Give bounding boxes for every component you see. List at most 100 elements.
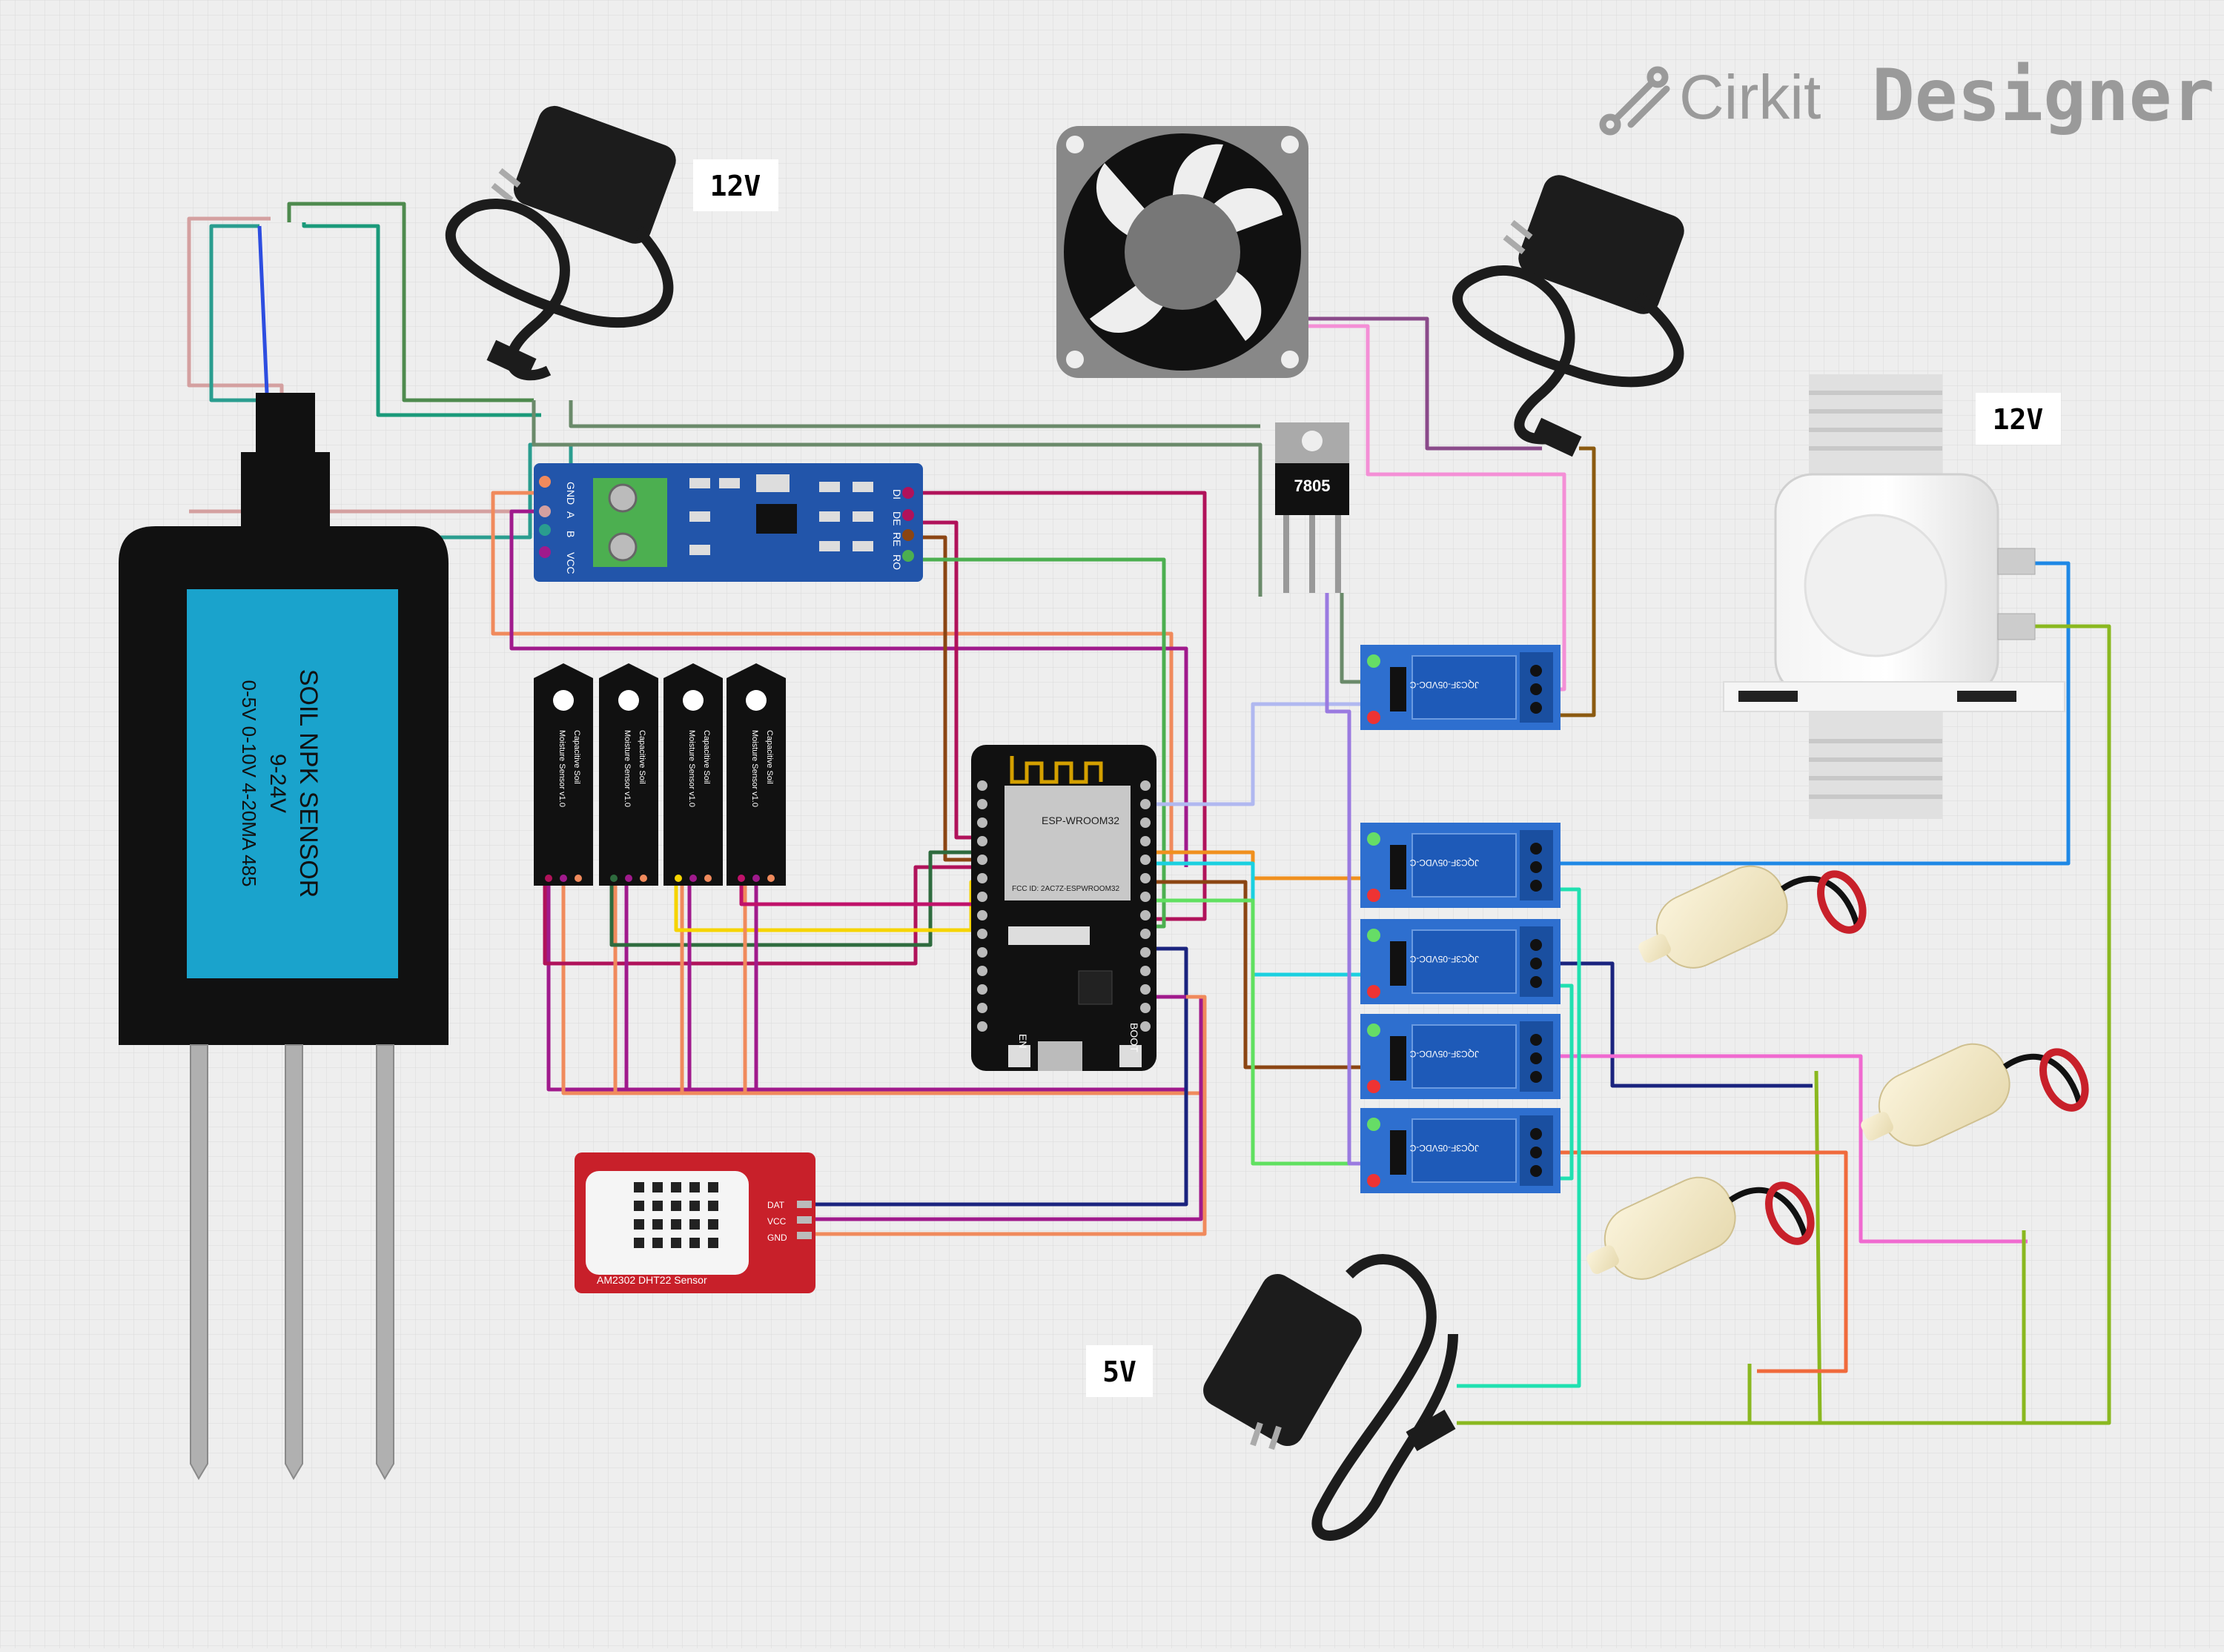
adapter1-body — [513, 105, 676, 244]
esp32-board: ESP-WROOM32 FCC ID: 2AC7Z-ESPWROOM32 EN … — [971, 745, 1156, 1071]
adapter1-cable — [445, 199, 674, 381]
moisture-sensor-2-label2: Moisture Sensor v1.0 — [623, 730, 632, 807]
wire-npk-blue — [257, 225, 269, 394]
regulator-pins — [1283, 515, 1341, 593]
esp32-en-button[interactable] — [1008, 1045, 1030, 1067]
adapter3-prongs — [1250, 1422, 1282, 1450]
wire-dht-dat — [815, 946, 1188, 1207]
esp32-en-label: EN — [1017, 1034, 1029, 1048]
wire-moist1-ao — [543, 865, 979, 966]
power-adapter-5v — [1203, 1254, 1458, 1541]
dht22-housing — [586, 1171, 749, 1275]
power-adapter-12v-right — [1452, 175, 1684, 457]
wire-npk-teal2 — [302, 222, 541, 417]
relay-5-label: JQC3F-05VDC-C — [1409, 1143, 1479, 1153]
npk-probe-2 — [285, 1044, 303, 1481]
adapter3-body — [1203, 1273, 1362, 1447]
power-adapter-12v-top — [445, 105, 676, 381]
dht22-title: AM2302 DHT22 Sensor — [597, 1274, 707, 1286]
wire-rs485-gnd — [509, 509, 1188, 867]
relay-module-4: JQC3F-05VDC-C — [1360, 1014, 1561, 1099]
moisture-sensor-2: Capacitive Soil Moisture Sensor v1.0 — [599, 663, 658, 886]
rs485-chip — [756, 504, 797, 534]
wire-supply-teal — [532, 400, 1262, 597]
adapter1-plug — [486, 339, 537, 379]
relay-module-2: JQC3F-05VDC-C — [1360, 823, 1561, 908]
moisture-sensor-1-label2: Moisture Sensor v1.0 — [557, 730, 566, 807]
wire-5v-teal — [1457, 887, 1581, 1388]
logo-text-designer: Designer — [1872, 54, 2214, 137]
water-pumps — [1586, 865, 2089, 1280]
label-5v: 5V — [1086, 1345, 1153, 1397]
relay-modules: JQC3F-05VDC-C JQC3F-05VDC-C JQC3F-05VDC-… — [1360, 645, 1561, 1193]
valve-terminal-1 — [1997, 548, 2036, 575]
esp32-pin-header-left — [977, 780, 987, 1032]
rs485-pin-re: RE — [891, 532, 903, 546]
wire-dht-vcc — [815, 995, 1203, 1221]
wire-moist1-gnd — [561, 882, 1201, 1095]
rs485-pin-vcc: VCC — [565, 552, 577, 574]
moisture-sensors: Capacitive Soil Moisture Sensor v1.0 Cap… — [534, 663, 786, 886]
adapter3-plug — [1406, 1410, 1456, 1451]
wire-npk-green — [287, 202, 534, 402]
moisture-sensor-3-label1: Capacitive Soil — [702, 730, 711, 784]
adapter3-cable — [1311, 1254, 1458, 1541]
esp32-usb-port[interactable] — [1038, 1041, 1082, 1071]
wire-supply-green — [569, 400, 1260, 428]
cirkit-designer-logo: Cirkit Designer — [1599, 54, 2214, 137]
wire-moist1-vcc — [546, 882, 1186, 1092]
relay-2-label: JQC3F-05VDC-C — [1409, 857, 1479, 868]
esp32-module-shield — [1005, 786, 1131, 900]
wires — [187, 202, 2111, 1425]
rs485-smd-parts — [689, 474, 873, 555]
moisture-sensor-4-label2: Moisture Sensor v1.0 — [750, 730, 759, 807]
fan-screw-holes — [1066, 136, 1299, 368]
dht22-sensor: DAT VCC GND AM2302 DHT22 Sensor — [575, 1152, 815, 1293]
moisture-sensor-3: Capacitive Soil Moisture Sensor v1.0 — [663, 663, 723, 886]
npk-label-line1: SOIL NPK SENSOR — [294, 669, 322, 898]
wire-rs485-de — [904, 520, 979, 840]
water-pump-1 — [1638, 865, 1867, 969]
voltage-regulator-7805: 7805 — [1275, 422, 1349, 593]
relay-3-label: JQC3F-05VDC-C — [1409, 954, 1479, 964]
logo-icon — [1599, 66, 1670, 136]
valve-threads — [1809, 391, 1942, 799]
rs485-pin-di: DI — [891, 489, 903, 500]
dht22-pin-vcc: VCC — [767, 1216, 787, 1227]
npk-label-line3: 0-5V 0-10V 4-20MA 485 — [238, 680, 260, 887]
wire-rs485-di — [904, 491, 1207, 921]
wire-fan-pink — [1305, 324, 1566, 691]
adapter1-prongs — [491, 167, 521, 203]
npk-label-line2: 9-24V — [265, 754, 290, 813]
soil-npk-sensor: SOIL NPK SENSOR 9-24V 0-5V 0-10V 4-20MA … — [119, 393, 449, 1481]
rs485-module: GND A B VCC DI DE RE RO — [534, 463, 923, 582]
esp32-module-label: ESP-WROOM32 — [1042, 815, 1119, 826]
dht22-grille — [634, 1182, 718, 1248]
relay-4-label: JQC3F-05VDC-C — [1409, 1049, 1479, 1059]
wire-pump2-pink — [1549, 1054, 2028, 1244]
relay-module-5: JQC3F-05VDC-C — [1360, 1108, 1561, 1193]
wire-moist2-ao — [609, 850, 979, 947]
label-5v-text: 5V — [1102, 1356, 1136, 1388]
wire-adapter2-brown — [1549, 446, 1596, 717]
label-12v-valve: 12V — [1976, 393, 2061, 445]
moisture-sensor-1: Capacitive Soil Moisture Sensor v1.0 — [534, 663, 593, 886]
dht22-pin-dat: DAT — [767, 1200, 785, 1210]
regulator-body — [1275, 463, 1349, 515]
npk-label-screen — [187, 589, 398, 978]
wire-esp-relay4-brown — [1145, 880, 1371, 1069]
esp32-pin-header-right — [1140, 780, 1151, 1032]
solenoid-valve — [1723, 374, 2065, 819]
moisture-sensor-1-label1: Capacitive Soil — [572, 730, 581, 784]
regulator-label: 7805 — [1294, 477, 1331, 495]
wire-esp-relay1 — [1145, 702, 1371, 806]
esp32-boot-button[interactable] — [1119, 1045, 1142, 1067]
valve-terminal-2 — [1997, 613, 2036, 640]
esp32-usb-chip — [1078, 970, 1113, 1005]
wire-pump3-orange — [1549, 1150, 1848, 1373]
wire-esp-relay5-green — [1145, 898, 1371, 1166]
wire-rs485-re — [904, 535, 979, 862]
npk-cable-plug — [256, 393, 315, 452]
moisture-sensor-4: Capacitive Soil Moisture Sensor v1.0 — [727, 663, 786, 886]
